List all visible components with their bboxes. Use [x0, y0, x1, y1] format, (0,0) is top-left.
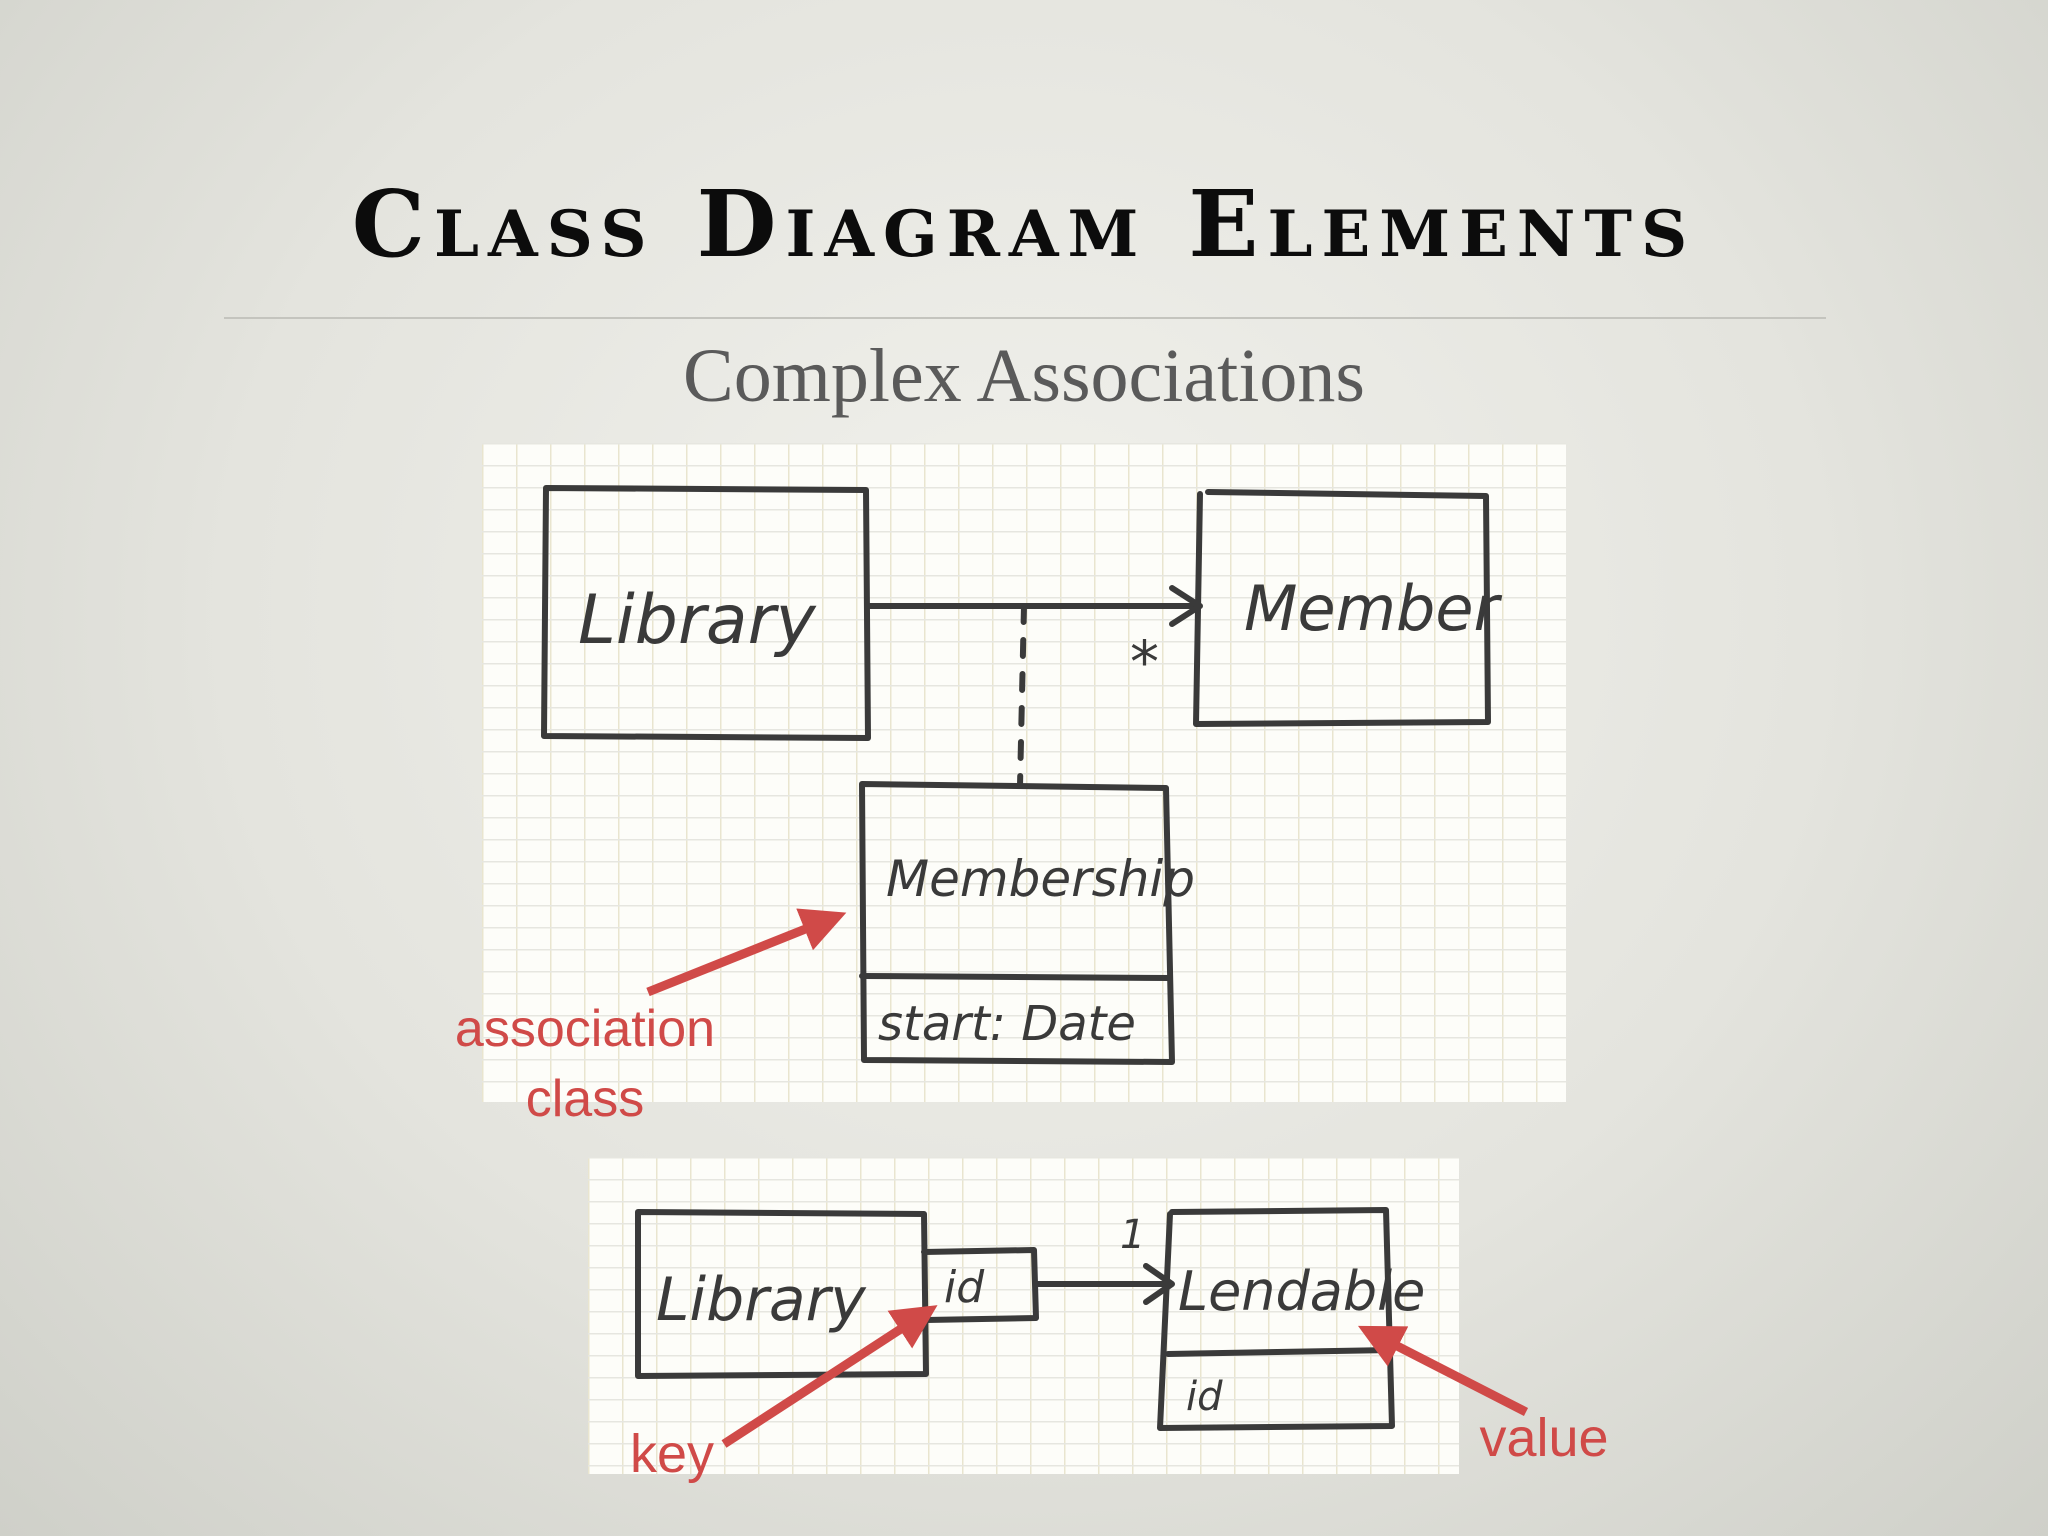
value-pointer-arrow — [1357, 1325, 1529, 1417]
association-class-pointer-arrow — [646, 908, 847, 997]
class-name-lendable: Lendable — [1178, 1260, 1425, 1323]
class-name-membership: Membership — [886, 850, 1195, 908]
library-class-box — [541, 485, 871, 741]
title-divider — [224, 317, 1826, 319]
annotation-association: association — [455, 1000, 715, 1058]
association-class-connector — [1017, 603, 1027, 789]
qualifier-id: id — [944, 1262, 985, 1313]
attribute-start-date: start: Date — [878, 996, 1136, 1052]
member-class-box — [1193, 489, 1491, 727]
multiplicity-many: * — [1130, 628, 1159, 696]
membership-class-box — [859, 781, 1175, 1065]
library-class-box-qualified — [635, 1209, 929, 1379]
annotation-class: class — [526, 1070, 644, 1128]
membership-compartment-divider — [859, 973, 1173, 981]
association-class-sketch — [482, 443, 1566, 1102]
class-name-library: Library — [578, 581, 817, 660]
lendable-compartment-divider — [1165, 1347, 1395, 1357]
slide-subtitle: Complex Associations — [683, 334, 1365, 418]
key-pointer-arrow — [721, 1305, 938, 1448]
multiplicity-one: 1 — [1120, 1212, 1145, 1258]
lendable-class-box — [1157, 1207, 1395, 1431]
annotation-value: value — [1479, 1408, 1608, 1468]
association-arrowhead — [1169, 585, 1203, 627]
attribute-id: id — [1186, 1374, 1223, 1420]
class-name-library-qualified: Library — [656, 1265, 867, 1335]
class-name-member: Member — [1244, 572, 1503, 645]
annotation-key: key — [630, 1424, 714, 1484]
slide-title: Class Diagram Elements — [351, 170, 1697, 278]
qualified-association-arrowhead — [1143, 1263, 1175, 1305]
